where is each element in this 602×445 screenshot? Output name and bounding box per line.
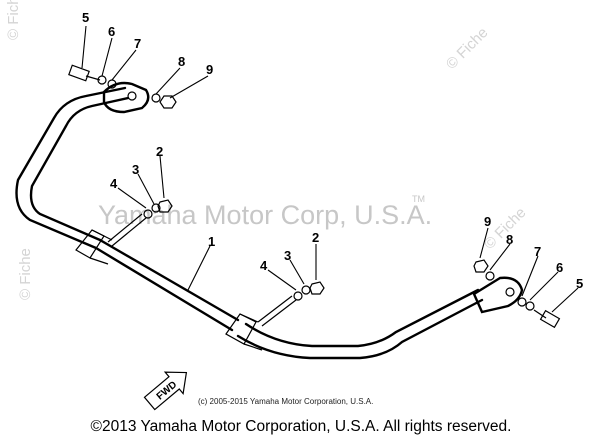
- edge-watermark: © Fiche: [5, 0, 22, 40]
- callouts-right: 9 8 7 6 5: [484, 214, 583, 291]
- callout-number: 5: [576, 276, 583, 291]
- bar-sleeve-right: [225, 313, 263, 351]
- callout-number: 3: [132, 162, 139, 177]
- leader-lines: [81, 25, 579, 313]
- callout-number: 2: [312, 230, 319, 245]
- hardware-top-left: [68, 64, 177, 109]
- callout-number: 9: [484, 214, 491, 229]
- callouts-top-left: 5 6 7 8 9: [82, 10, 213, 77]
- callout-number: 8: [178, 54, 185, 69]
- callout-number: 8: [506, 232, 513, 247]
- callouts-center-left: 4 3 2: [110, 144, 163, 191]
- callout-number: 4: [260, 258, 268, 273]
- hardware-right: [473, 259, 561, 329]
- bar-sleeve-left: [75, 229, 113, 265]
- callouts-center-right: 4 3 2: [260, 230, 319, 273]
- callout-number: 6: [108, 24, 115, 39]
- bar-end-bracket-right: [472, 276, 524, 314]
- edge-watermark: © Fiche: [443, 24, 492, 73]
- callout-number: 5: [82, 10, 89, 25]
- watermark-tm: TM: [412, 194, 425, 204]
- callout-number: 7: [134, 36, 141, 51]
- callout-number: 7: [534, 244, 541, 259]
- edge-watermark: © Fiche: [17, 248, 34, 300]
- stabilizer-bar: [15, 86, 484, 360]
- callout-number-main-bar: 1: [208, 234, 215, 249]
- small-copyright: (c) 2005-2015 Yamaha Motor Corporation, …: [198, 397, 373, 406]
- footer-copyright: ©2013 Yamaha Motor Corporation, U.S.A. A…: [90, 418, 512, 435]
- bolt-center-right: [257, 281, 325, 327]
- bolt-center-left: [107, 199, 173, 247]
- callout-number: 4: [110, 176, 118, 191]
- watermark-text: Yamaha Motor Corp, U.S.A.: [98, 200, 432, 230]
- fwd-arrow: FWD: [143, 371, 188, 411]
- callout-number: 3: [284, 248, 291, 263]
- callout-number: 9: [206, 62, 213, 77]
- callout-number: 2: [156, 144, 163, 159]
- callout-number: 6: [556, 260, 563, 275]
- bar-end-bracket-left: [102, 81, 150, 114]
